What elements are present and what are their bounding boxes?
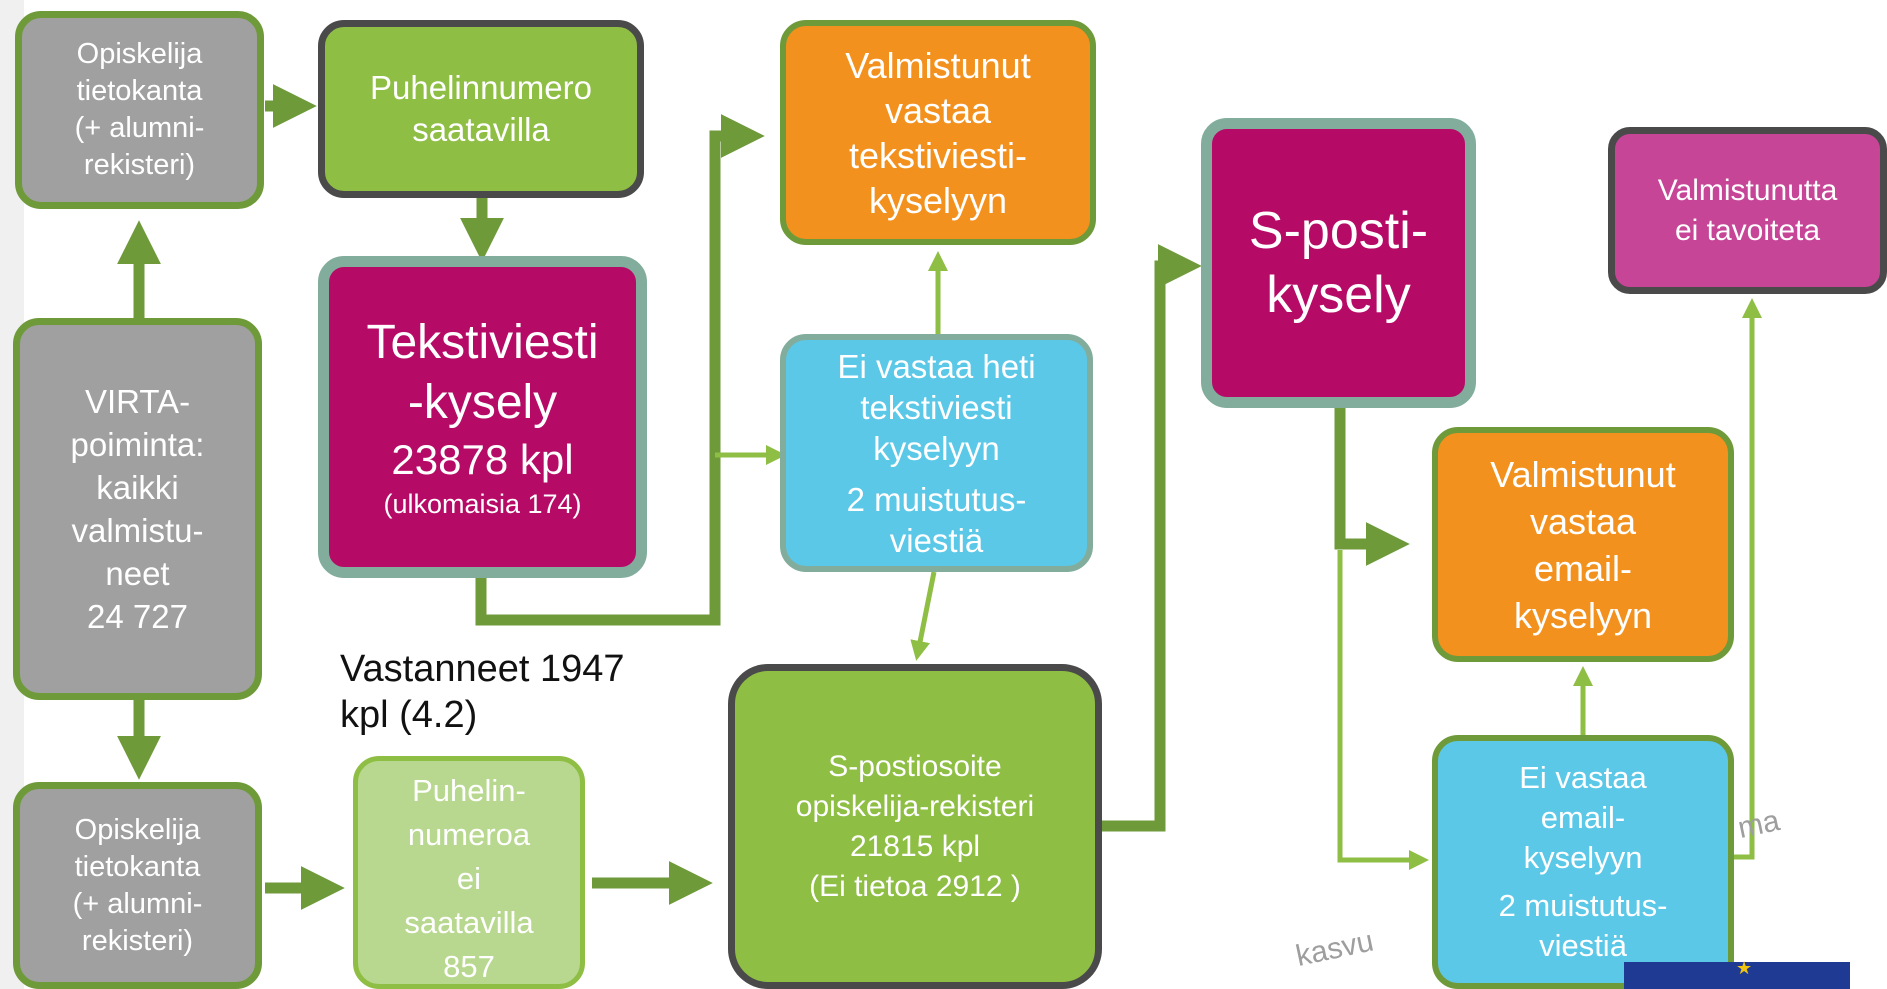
valmistunut-vastaa-email: Valmistunut vastaa email- kyselyyn bbox=[1432, 427, 1734, 662]
ei-vastaa-email-line3: kyselyyn bbox=[1523, 840, 1643, 875]
tekstiviesti-count: 23878 kpl bbox=[391, 436, 574, 483]
arrow-tekstiviesti-to-valmistunut bbox=[475, 114, 765, 626]
arrow-sposti-to-spostikysely bbox=[1102, 244, 1202, 832]
virta-line6: 24 727 bbox=[87, 598, 188, 635]
eu-flag bbox=[1624, 962, 1850, 989]
spostiosoite-line4: (Ei tietoa 2912 ) bbox=[809, 869, 1021, 903]
virta-line1: VIRTA- bbox=[84, 383, 191, 420]
valmistunut-teksti-line2: vastaa bbox=[884, 89, 992, 131]
arrow-ei-vastaa-to-sposti bbox=[910, 571, 937, 661]
arrow-spostikysely-to-ei-vastaa-email bbox=[1337, 550, 1429, 870]
arrow-spostikysely-to-valmistunut-email bbox=[1334, 402, 1410, 566]
opiskelija-tietokanta-top: Opiskelija tietokanta (+ alumni- rekiste… bbox=[15, 11, 264, 209]
puhelinnumeroa-ei-saatavilla: Puhelin- numeroa ei saatavilla 857 bbox=[353, 756, 585, 989]
opiskelija-top-line1: Opiskelija bbox=[76, 38, 203, 70]
ei-vastaa-email: Ei vastaa email- kyselyyn 2 muistutus- v… bbox=[1432, 735, 1734, 989]
valmistunut-vastaa-tekstiviesti: Valmistunut vastaa tekstiviesti- kyselyy… bbox=[780, 20, 1096, 245]
valmistunut-teksti-line4: kyselyyn bbox=[868, 179, 1008, 221]
tekstiviesti-kysely: Tekstiviesti -kysely 23878 kpl (ulkomais… bbox=[318, 256, 647, 578]
arrow-ei-vastaa-email-to-ei-tavoiteta bbox=[1733, 298, 1762, 860]
puhelinnumero-line2: saatavilla bbox=[412, 111, 550, 148]
valmistunutta-ei-tavoiteta: Valmistunutta ei tavoiteta bbox=[1608, 127, 1887, 294]
ei-vastaa-heti-line5: viestiä bbox=[889, 521, 984, 559]
virta-line5: neet bbox=[105, 555, 170, 592]
puhelinnumero-line1: Puhelinnumero bbox=[370, 69, 592, 106]
valmistunut-email-line1: Valmistunut bbox=[1490, 453, 1676, 495]
vastanneet-line1: Vastanneet 1947 bbox=[340, 648, 625, 690]
puhelinnumeroa-ei-line5: 857 bbox=[443, 948, 495, 984]
tekstiviesti-title-line2: -kysely bbox=[407, 376, 558, 429]
puhelinnumero-saatavilla: Puhelinnumero saatavilla bbox=[318, 20, 644, 198]
valmistunut-email-line3: email- bbox=[1533, 547, 1632, 589]
vastanneet-text: Vastanneet 1947 kpl (4.2) bbox=[340, 646, 625, 738]
opiskelija-top-line3: (+ alumni- bbox=[74, 112, 205, 144]
virta-line4: valmistu- bbox=[71, 512, 204, 549]
ei-tavoiteta-line2: ei tavoiteta bbox=[1674, 213, 1821, 247]
tekstiviesti-note: (ulkomaisia 174) bbox=[383, 489, 582, 519]
ei-vastaa-email-line5: viestiä bbox=[1539, 928, 1627, 963]
opiskelija-bottom-line3: (+ alumni- bbox=[72, 887, 203, 920]
ei-vastaa-heti-line1: Ei vastaa heti bbox=[837, 347, 1036, 385]
vastanneet-line2: kpl (4.2) bbox=[340, 694, 478, 736]
valmistunut-teksti-line3: tekstiviesti- bbox=[848, 134, 1028, 176]
opiskelija-bottom-line4: rekisteri) bbox=[81, 924, 194, 957]
spostiosoite-line3: 21815 kpl bbox=[849, 829, 981, 863]
star-icon: ★ bbox=[1736, 958, 1753, 978]
opiskelija-bottom-line2: tietokanta bbox=[74, 850, 201, 883]
ei-vastaa-heti-line4: 2 muistutus- bbox=[846, 480, 1027, 518]
valmistunut-teksti-line1: Valmistunut bbox=[845, 44, 1031, 86]
opiskelija-top-line4: rekisteri) bbox=[83, 149, 196, 181]
ei-vastaa-heti-tekstiviesti: Ei vastaa heti tekstiviesti kyselyyn 2 m… bbox=[780, 334, 1093, 572]
spostiosoite-line2: opiskelija-rekisteri bbox=[795, 789, 1035, 823]
spostiosoite-opiskelijarekisteri: S-postiosoite opiskelija-rekisteri 21815… bbox=[728, 664, 1102, 989]
spostiosoite-line1: S-postiosoite bbox=[828, 749, 1002, 783]
opiskelija-tietokanta-bottom: Opiskelija tietokanta (+ alumni- rekiste… bbox=[13, 782, 262, 989]
ei-vastaa-heti-line2: tekstiviesti bbox=[860, 388, 1013, 426]
ei-vastaa-email-line4: 2 muistutus- bbox=[1498, 888, 1668, 923]
opiskelija-top-line2: tietokanta bbox=[76, 75, 203, 107]
ei-vastaa-email-line1: Ei vastaa bbox=[1519, 760, 1647, 795]
tekstiviesti-title-line1: Tekstiviesti bbox=[366, 316, 599, 369]
virta-poiminta: VIRTA- poiminta: kaikki valmistu- neet 2… bbox=[13, 318, 262, 700]
ei-tavoiteta-line1: Valmistunutta bbox=[1657, 173, 1838, 207]
valmistunut-email-line2: vastaa bbox=[1529, 500, 1637, 542]
sposti-kysely-line1: S-posti- bbox=[1248, 202, 1429, 260]
puhelinnumeroa-ei-line3: ei bbox=[456, 860, 482, 896]
puhelinnumeroa-ei-line2: numeroa bbox=[407, 816, 531, 852]
puhelinnumeroa-ei-line1: Puhelin- bbox=[412, 772, 526, 808]
valmistunut-email-line4: kyselyyn bbox=[1513, 594, 1653, 636]
ei-vastaa-heti-line3: kyselyyn bbox=[873, 429, 1000, 467]
virta-line3: kaikki bbox=[96, 469, 179, 506]
sposti-kysely-line2: kysely bbox=[1266, 266, 1411, 324]
sposti-kysely: S-posti- kysely bbox=[1201, 118, 1476, 408]
opiskelija-bottom-line1: Opiskelija bbox=[74, 813, 201, 846]
virta-line2: poiminta: bbox=[70, 426, 205, 463]
ei-vastaa-email-line2: email- bbox=[1540, 800, 1626, 835]
puhelinnumeroa-ei-line4: saatavilla bbox=[404, 904, 534, 940]
